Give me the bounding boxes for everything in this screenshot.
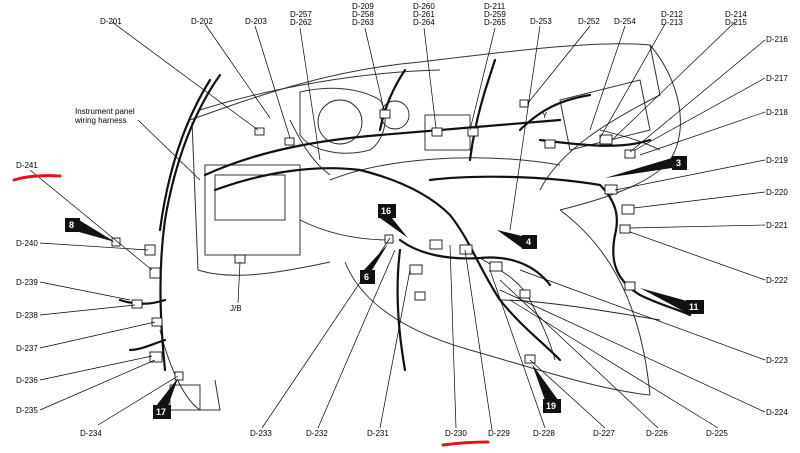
label-d220: D-220: [766, 188, 788, 197]
harness-label-line1: Instrument panel: [75, 107, 135, 116]
label-d209: D-209: [352, 2, 374, 11]
callout-4: 4: [526, 237, 531, 247]
connector-blocks: [111, 99, 636, 381]
y-label: Y: [542, 111, 548, 120]
callouts: 3 4 6 8 11 16 17 19: [65, 156, 704, 419]
callout-17-box: [153, 405, 171, 419]
label-d240: D-240: [16, 239, 38, 248]
label-d237: D-237: [16, 344, 38, 353]
label-d263: D-263: [352, 18, 374, 27]
label-d231: D-231: [367, 429, 389, 438]
callout-4-box: [522, 235, 537, 249]
connector-labels: D-201 D-202 D-203 D-257 D-262 D-209 D-25…: [16, 2, 788, 438]
label-d258: D-258: [352, 10, 374, 19]
label-d227: D-227: [593, 429, 615, 438]
label-d261: D-261: [413, 10, 435, 19]
label-d229: D-229: [488, 429, 510, 438]
label-d217: D-217: [766, 74, 788, 83]
label-d215: D-215: [725, 18, 747, 27]
label-d253: D-253: [530, 17, 552, 26]
label-d211: D-211: [484, 2, 506, 11]
label-d241: D-241: [16, 161, 38, 170]
leader-lines: [29, 21, 766, 431]
callout-11-box: [686, 300, 704, 314]
harness-label-line2: wiring harness: [74, 116, 127, 125]
callout-3-box: [672, 156, 687, 170]
label-d222: D-222: [766, 276, 788, 285]
label-d203: D-203: [245, 17, 267, 26]
label-d202: D-202: [191, 17, 213, 26]
callout-8: 8: [69, 220, 74, 230]
label-d234: D-234: [80, 429, 102, 438]
label-d228: D-228: [533, 429, 555, 438]
label-d223: D-223: [766, 356, 788, 365]
label-d257: D-257: [290, 10, 312, 19]
jb-label: J/B: [230, 304, 242, 313]
callout-19-box: [543, 399, 561, 413]
label-d221: D-221: [766, 221, 788, 230]
label-d230: D-230: [445, 429, 467, 438]
callout-16-box: [378, 204, 396, 218]
highlight-d230: [441, 440, 490, 447]
label-d254: D-254: [614, 17, 636, 26]
label-d233: D-233: [250, 429, 272, 438]
callout-8-box: [65, 218, 80, 232]
label-d264: D-264: [413, 18, 435, 27]
label-d201: D-201: [100, 17, 122, 26]
label-d262: D-262: [290, 18, 312, 27]
dashboard-body: [159, 43, 681, 411]
label-d236: D-236: [16, 376, 38, 385]
label-d252: D-252: [578, 17, 600, 26]
callout-6: 6: [364, 272, 369, 282]
label-d232: D-232: [306, 429, 328, 438]
label-d218: D-218: [766, 108, 788, 117]
label-d216: D-216: [766, 35, 788, 44]
highlight-marks: [12, 174, 490, 447]
callout-3: 3: [676, 158, 681, 168]
callout-6-box: [360, 270, 375, 284]
label-d265: D-265: [484, 18, 506, 27]
callout-11: 11: [689, 302, 699, 312]
label-d259: D-259: [484, 10, 506, 19]
callout-16: 16: [381, 206, 391, 216]
label-d235: D-235: [16, 406, 38, 415]
label-d212: D-212: [661, 10, 683, 19]
callout-19: 19: [546, 401, 556, 411]
label-d238: D-238: [16, 311, 38, 320]
label-d224: D-224: [766, 408, 788, 417]
label-d214: D-214: [725, 10, 747, 19]
label-d219: D-219: [766, 156, 788, 165]
highlight-d241: [12, 174, 62, 182]
label-d239: D-239: [16, 278, 38, 287]
label-d260: D-260: [413, 2, 435, 11]
callout-17: 17: [156, 407, 166, 417]
label-d213: D-213: [661, 18, 683, 27]
label-d226: D-226: [646, 429, 668, 438]
label-d225: D-225: [706, 429, 728, 438]
